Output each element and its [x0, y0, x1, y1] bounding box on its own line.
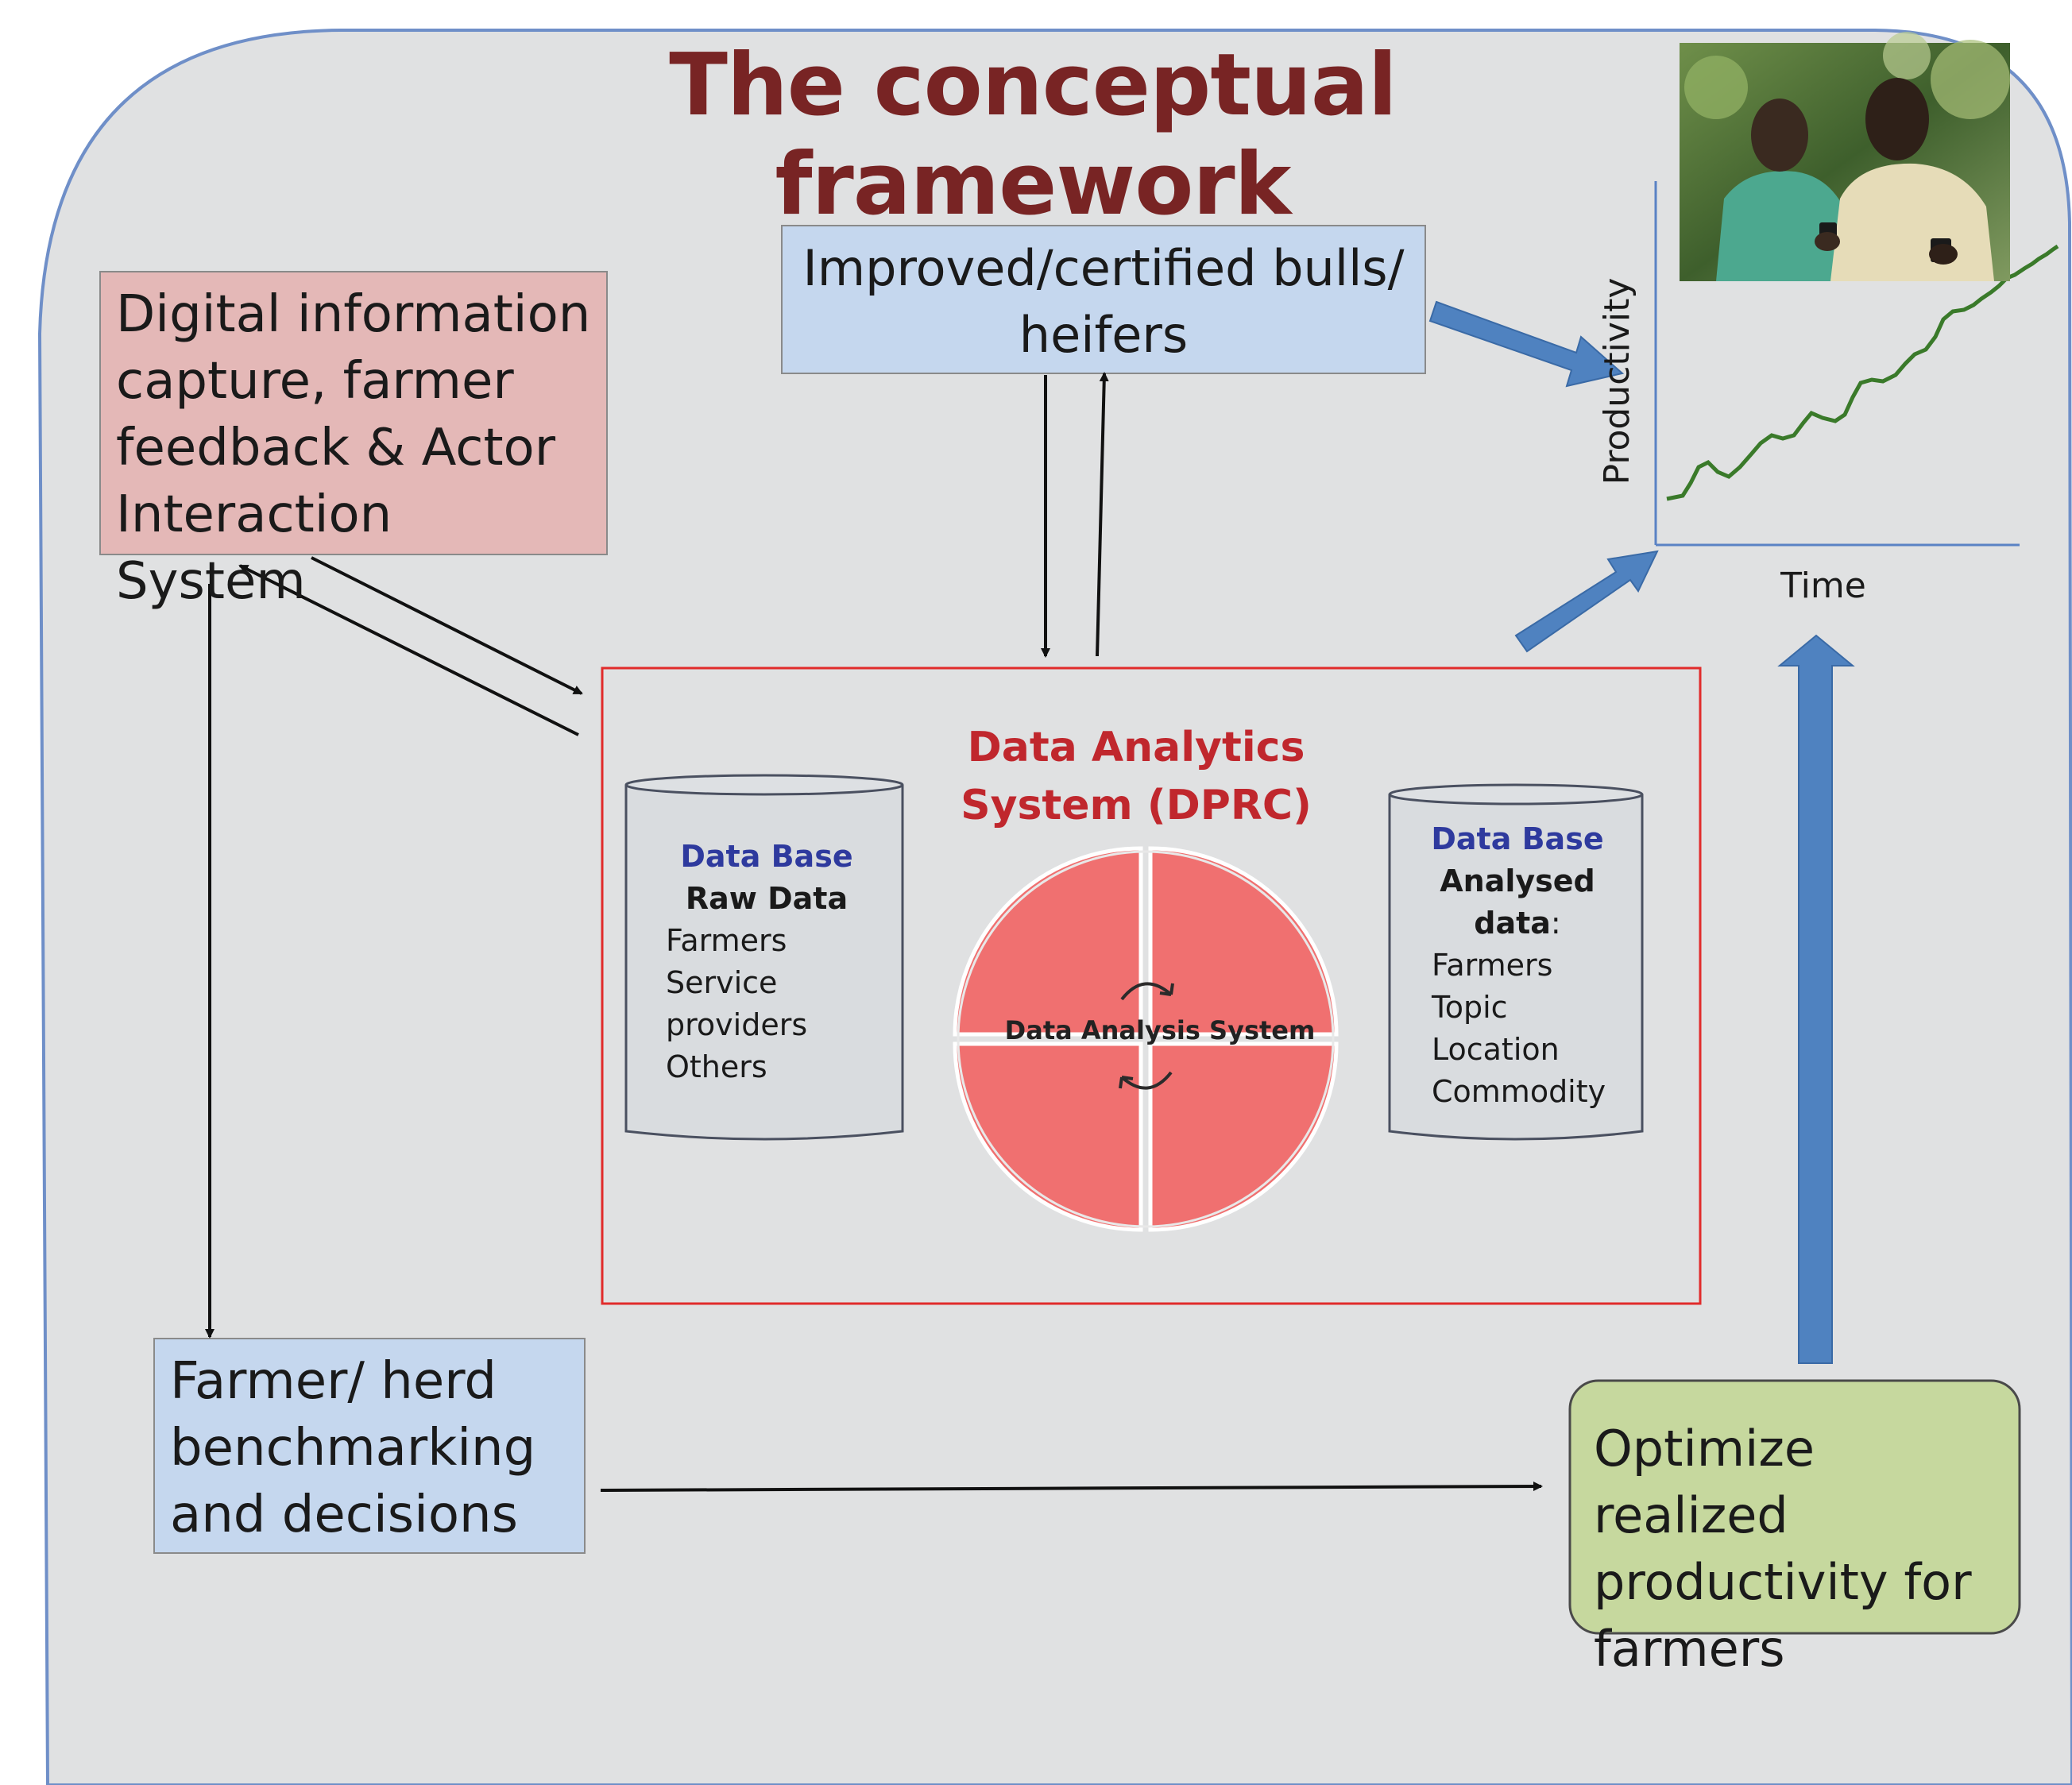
raw-db-text: Data Base Raw Data Farmers Service provi… — [651, 836, 882, 1088]
bulls-label: Improved/certified bulls/ heifers — [802, 239, 1405, 364]
data-analysis-system-label: Data Analysis System — [1004, 1015, 1316, 1045]
optimize-label: Optimize realized productivity for farme… — [1594, 1420, 1972, 1678]
raw-db-subhead: Raw Data — [685, 881, 849, 916]
arrow-analytics-to-bulls — [1096, 372, 1109, 657]
arrow-analytics-to-productivity — [1514, 550, 1659, 653]
digital-capture-box — [99, 271, 608, 555]
graph-x-label: Time — [1780, 566, 1866, 606]
analytics-heading-line1: Data Analytics — [967, 724, 1305, 771]
benchmarking-box — [153, 1338, 586, 1554]
thin-arrows — [205, 372, 1543, 1492]
analysed-db-item: Commodity — [1432, 1074, 1606, 1109]
graph-y-label: Productivity — [1597, 277, 1637, 485]
benchmarking-label: Farmer/ herd benchmarking and decisions — [170, 1352, 536, 1544]
optimize-box — [1568, 1379, 2021, 1635]
raw-db-item: Farmers — [666, 923, 787, 958]
data-analysis-circle — [953, 846, 1339, 1232]
analysed-db-head: Data Base — [1431, 821, 1604, 856]
analytics-heading: Data Analytics System (DPRC) — [922, 719, 1351, 835]
analysed-db-subhead: Analysed — [1440, 864, 1595, 898]
analytics-frame — [601, 666, 1702, 1305]
arrow-analytics-to-capture — [238, 564, 579, 736]
analysed-db-subhead-line2: data: — [1474, 906, 1561, 941]
page-title: The conceptual framework — [669, 36, 1397, 234]
analysed-db-item: Farmers — [1432, 948, 1553, 983]
raw-db-item: providers — [666, 1007, 808, 1042]
arrow-benchmarking-to-optimize — [600, 1482, 1543, 1492]
raw-db-head: Data Base — [680, 839, 853, 874]
big-blue-arrows — [1428, 300, 1855, 1364]
arrow-bulls-to-productivity — [1428, 300, 1625, 388]
analysed-database-cylinder — [1388, 783, 1644, 1141]
analysed-db-item: Topic — [1432, 990, 1508, 1025]
photo-two-farmers-with-phones — [1680, 32, 2010, 281]
raw-db-item: Others — [666, 1049, 767, 1084]
arrow-optimize-to-productivity — [1777, 634, 1855, 1364]
raw-database-cylinder — [624, 774, 904, 1141]
analysed-db-text: Data Base Analysed data: Farmers Topic L… — [1414, 818, 1621, 1113]
digital-capture-label: Digital information capture, farmer feed… — [116, 285, 591, 611]
analysed-db-item: Location — [1432, 1032, 1560, 1067]
cycle-arrows-icon — [1119, 982, 1174, 1090]
raw-db-item: Service — [666, 965, 778, 1000]
arrow-capture-to-analytics — [311, 556, 583, 695]
analytics-heading-line2: System (DPRC) — [961, 782, 1312, 829]
